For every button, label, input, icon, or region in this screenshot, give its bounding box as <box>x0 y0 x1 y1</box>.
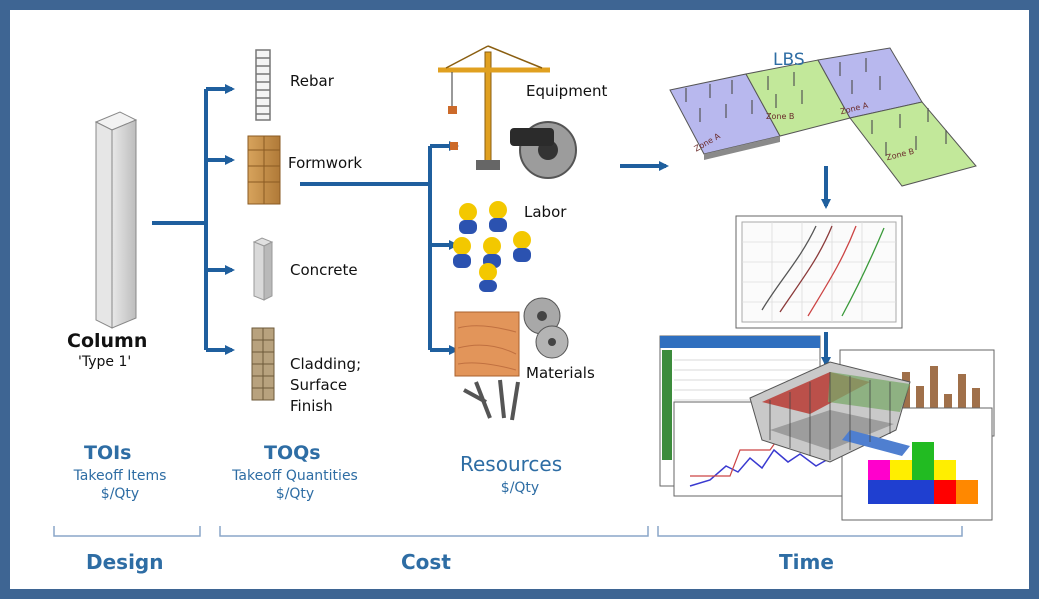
tois-title: TOIs <box>84 442 132 464</box>
column-type: 'Type 1' <box>78 354 132 370</box>
toq-cladding-label: Cladding; Surface Finish <box>290 355 362 415</box>
flowline-chart-thumbnail <box>735 215 903 329</box>
rebar-icon <box>255 49 271 121</box>
phase-time-label: Time <box>779 550 834 574</box>
design-bracket <box>53 526 201 537</box>
toqs-line2: $/Qty <box>275 486 315 502</box>
labor-icon <box>453 201 531 292</box>
resource-labor-label: Labor <box>524 203 567 221</box>
toq-to-resource-arrows <box>300 141 459 355</box>
formwork-icon <box>247 135 281 205</box>
resources-line2: $/Qty <box>500 480 540 496</box>
phase-cost-label: Cost <box>401 550 451 574</box>
resource-equipment-label: Equipment <box>526 82 608 100</box>
toq-formwork-label: Formwork <box>288 154 363 172</box>
building-model-render <box>749 361 911 463</box>
toq-concrete-label: Concrete <box>290 261 358 279</box>
lbs-zone-label: Zone B <box>766 112 795 121</box>
equipment-icon <box>438 45 577 179</box>
cladding-icon <box>251 327 275 401</box>
column-to-toq-arrows <box>152 84 235 355</box>
lbs-label: LBS <box>773 50 805 70</box>
column-name: Column <box>67 330 148 352</box>
tois-line1: Takeoff Items <box>73 468 167 484</box>
materials-icon <box>454 297 569 421</box>
schedule-composite-thumbnail <box>659 335 995 521</box>
toqs-title: TOQs <box>264 442 321 464</box>
lbs-floor-plan <box>669 47 977 187</box>
phase-brackets <box>53 526 963 537</box>
tois-line2: $/Qty <box>100 486 140 502</box>
resources-title: Resources <box>460 452 563 476</box>
diagram-artwork <box>53 45 995 537</box>
resource-materials-label: Materials <box>526 364 595 382</box>
concrete-icon <box>252 237 274 301</box>
toqs-line1: Takeoff Quantities <box>232 468 358 484</box>
phase-design-label: Design <box>86 550 164 574</box>
time-bracket <box>657 526 963 537</box>
column-illustration <box>94 111 138 329</box>
toq-rebar-label: Rebar <box>290 72 334 90</box>
cost-bracket <box>219 526 649 537</box>
